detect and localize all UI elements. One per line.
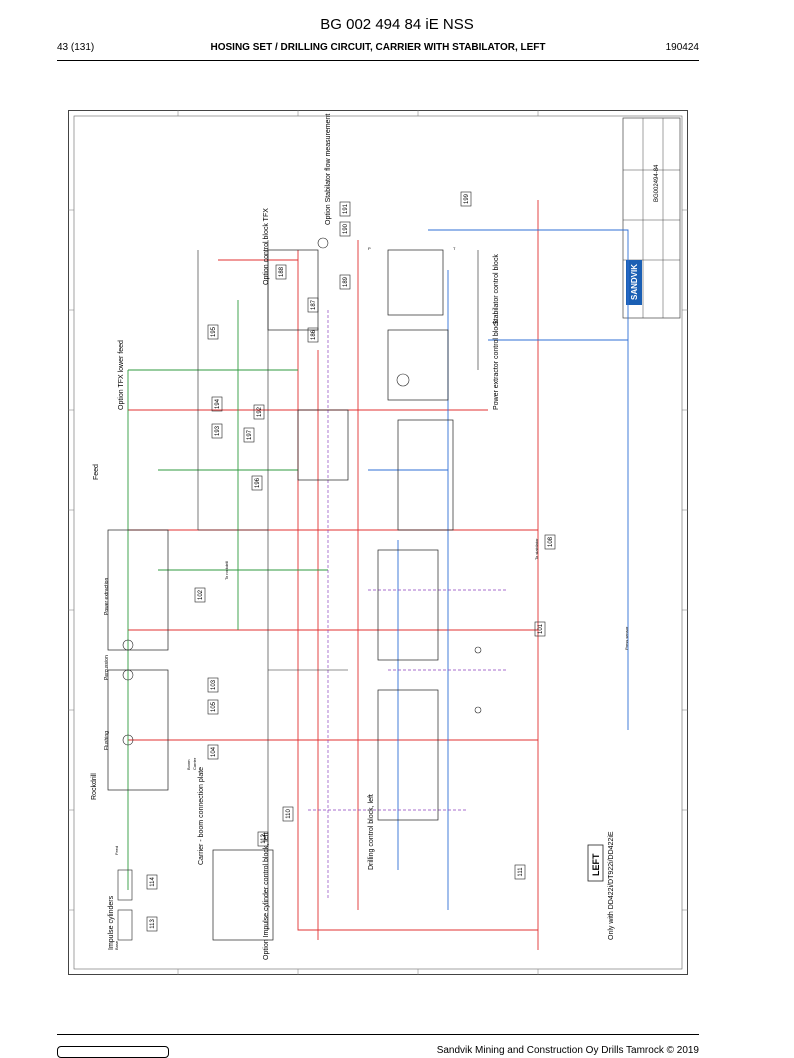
callout-191: 191	[343, 203, 349, 214]
label-feed-cyl: Feed	[114, 846, 119, 855]
callout-104: 104	[211, 746, 217, 757]
label-base: Base	[114, 940, 119, 950]
heading-stabilator-control-block: Stabilator control block	[493, 254, 500, 325]
heading-carrier-boom: Carrier - boom connection plate	[198, 767, 205, 865]
title-block: SANDVIK BG002494-84	[622, 117, 681, 319]
heading-percussion: Percussion	[104, 655, 110, 680]
diagram-inner-frame	[73, 115, 683, 970]
heading-flushing: Flushing	[104, 731, 110, 750]
heading-drilling-control: Drilling control block, left	[368, 794, 375, 870]
heading-control-block-tfx: Option control block TFX	[263, 208, 270, 285]
callout-112: 112	[261, 834, 267, 844]
callout-188: 188	[279, 266, 285, 277]
border-ticks	[68, 110, 688, 975]
heading-impulse-control: Option Impulse cylinder control block, l…	[263, 832, 270, 960]
page-number: 43 (131)	[57, 42, 95, 53]
callout-195: 195	[211, 326, 217, 337]
diagram-frame	[68, 110, 688, 975]
heading-only-with: Only with DD422i/DT922i/DD422iE	[608, 831, 615, 940]
page-header: 43 (131) HOSING SET / DRILLING CIRCUIT, …	[57, 42, 699, 56]
control-lines-purple	[308, 310, 508, 900]
callout-192: 192	[257, 406, 263, 417]
heading-power-extractor: Power extractor control block	[493, 319, 500, 410]
callout-189: 189	[343, 276, 349, 287]
callout-199: 199	[464, 193, 470, 204]
callout-105: 105	[211, 701, 217, 712]
label-carrier: Carrier	[192, 757, 197, 770]
callouts: 199 190 191 189 188 195 187 186 194 193 …	[146, 191, 556, 932]
callout-197: 197	[247, 429, 253, 440]
callout-113: 113	[150, 919, 156, 929]
label-to-stabilator: To stabilator	[534, 538, 539, 560]
label-t: T	[453, 246, 456, 251]
callout-193: 193	[215, 425, 221, 436]
callout-186: 186	[311, 329, 317, 340]
callout-102: 102	[198, 589, 204, 600]
callout-196: 196	[255, 477, 261, 488]
heading-power-extraction: Power extraction	[104, 578, 110, 615]
callout-114: 114	[150, 877, 156, 887]
sandvik-logo: SANDVIK	[630, 264, 639, 300]
left-box: LEFT	[587, 844, 604, 882]
valve-blocks	[107, 249, 454, 941]
hydraulic-diagram: SANDVIK BG002494-84	[68, 110, 688, 975]
drawing-number: BG002494-84	[654, 164, 660, 202]
callout-110: 110	[286, 809, 292, 819]
page-title: HOSING SET / DRILLING CIRCUIT, CARRIER W…	[210, 42, 546, 53]
label-p: P	[368, 246, 371, 251]
callout-190: 190	[343, 223, 349, 234]
callout-187: 187	[311, 299, 317, 310]
callout-108: 108	[548, 536, 554, 547]
heading-tfx-lower-feed: Option TFX lower feed	[118, 340, 125, 410]
label-to-rockdrill: To rockdrill	[224, 561, 229, 580]
drain-lines-black	[197, 240, 479, 930]
heading-rockdrill: Rockdrill	[91, 773, 98, 800]
label-press-sensor: Press sensor	[624, 626, 629, 650]
callout-101: 101	[538, 623, 544, 634]
document-id: BG 002 494 84 iE NSS	[320, 16, 474, 33]
heading-impulse-cylinders: Impulse cylinders	[108, 895, 115, 950]
footer-logo	[57, 1046, 169, 1058]
pilot-lines-green	[127, 300, 328, 890]
heading-stabilator-flow: Option Stabilator flow measurement	[325, 114, 332, 225]
callout-194: 194	[215, 398, 221, 409]
left-label: LEFT	[591, 853, 601, 876]
header-rule	[57, 60, 699, 61]
heading-feed: Feed	[93, 464, 100, 480]
callout-111: 111	[518, 867, 524, 877]
component-symbols	[117, 237, 482, 941]
footer-rule	[57, 1034, 699, 1035]
footer-text: Sandvik Mining and Construction Oy Drill…	[436, 1045, 699, 1056]
small-labels: To stabilator To rockdrill Press sensor …	[114, 246, 629, 950]
diagram-headings: Option Stabilator flow measurement Optio…	[91, 114, 615, 960]
callout-103: 103	[211, 679, 217, 690]
page-date: 190424	[665, 42, 699, 53]
label-boom: Boom	[186, 759, 191, 770]
pressure-lines-red	[128, 200, 539, 950]
